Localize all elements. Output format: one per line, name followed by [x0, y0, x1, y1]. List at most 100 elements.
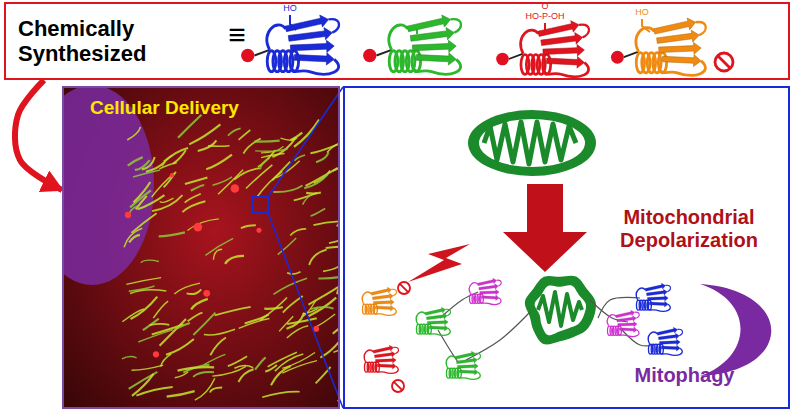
protein-spot: [231, 184, 240, 193]
beta-strand: [649, 301, 668, 307]
zoom-line: [268, 213, 343, 408]
protein-ribbon: [611, 18, 706, 75]
chemical-group: O: [515, 2, 575, 11]
beta-strand: [547, 56, 585, 68]
helix-turn: [290, 51, 299, 72]
equivalence-sign: ≡: [222, 18, 252, 53]
linker: [598, 297, 640, 318]
mitochondrion-trace: [174, 283, 200, 294]
protein-spot: [170, 173, 174, 177]
mitochondrion-trace: [268, 352, 297, 367]
mechanism-panel: Mitochondrial DepolarizationMitophagy: [343, 86, 790, 409]
mitochondrion-trace: [304, 174, 328, 188]
mitochondrion-trace: [287, 272, 300, 274]
beta-strand: [477, 278, 496, 285]
mitochondrion-trace: [185, 177, 208, 184]
mitochondrion-trace: [189, 124, 220, 144]
mitochondrion-trace: [191, 185, 204, 191]
mitochondrion-trace: [255, 357, 266, 369]
beta-strand: [416, 53, 456, 65]
mitochondrion-trace: [198, 140, 217, 151]
lightning-bolt: [408, 244, 470, 282]
protein-ribbon: [636, 283, 670, 311]
mitochondrion-trace: [133, 182, 150, 203]
panel-heading: Cellular Delivery: [90, 97, 310, 119]
beta-strand: [662, 55, 701, 67]
beta-strand: [654, 18, 696, 34]
loop: [389, 25, 408, 50]
beta-strand: [658, 333, 679, 339]
prohibition-symbol: [715, 53, 733, 71]
mitochondrion-trace: [323, 264, 339, 271]
mitochondrion-trace: [254, 141, 280, 142]
mitochondrion-trace: [178, 367, 215, 370]
protein-spot: [153, 351, 159, 357]
mitochondrion-trace: [303, 195, 311, 204]
label-dot: [496, 53, 509, 66]
helix-turn: [480, 294, 484, 303]
process-label: Mitochondrial Depolarization: [593, 206, 785, 252]
helix-turn: [457, 368, 461, 378]
helix-turn: [543, 55, 551, 75]
chemical-group: HO: [630, 8, 654, 17]
mitochondrion-trace: [188, 313, 203, 322]
mitochondrion-trace: [167, 391, 195, 397]
beta-strand: [619, 327, 637, 332]
zoom-box: [252, 197, 268, 213]
mitochondrion-trace: [204, 329, 235, 335]
curved-arrow: [15, 80, 62, 190]
mitochondrion-trace: [218, 170, 243, 194]
loop: [696, 22, 706, 35]
beta-strand: [657, 327, 678, 335]
loop: [678, 329, 683, 335]
beta-strand: [285, 15, 328, 32]
mitochondrion-trace: [177, 323, 190, 329]
panel-ground: [4, 2, 790, 80]
beta-strand: [375, 357, 396, 363]
protein-ribbon: [446, 351, 480, 379]
linker: [440, 292, 478, 318]
loop: [329, 19, 340, 33]
mitochondrion-trace: [132, 365, 164, 370]
protein-spot: [256, 228, 261, 233]
prohibition-symbol-part: [715, 53, 733, 71]
mitochondrion-matrix: [535, 285, 586, 335]
protein-ribbon: [363, 15, 461, 74]
mitochondrion-trace: [193, 313, 215, 335]
mitochondrion-trace: [206, 155, 232, 170]
beta-strand: [373, 345, 394, 353]
label-dot: [611, 51, 624, 64]
mitochondrion-trace: [279, 316, 293, 331]
beta-strand: [371, 287, 392, 295]
microscopy-panel: Cellular Delivery: [62, 86, 340, 409]
loop: [579, 25, 589, 38]
chemical-group: HO: [278, 4, 302, 13]
mitochondrion-trace: [122, 357, 137, 359]
beta-strand: [412, 40, 456, 52]
protein-spot: [194, 223, 203, 232]
loop: [446, 309, 451, 315]
prohibition-symbol-part: [394, 382, 402, 390]
mitochondrion-trace: [185, 194, 201, 203]
mitochondrion-trace: [215, 307, 251, 316]
mitochondrion-matrix: [479, 119, 585, 167]
beta-strand: [429, 325, 448, 331]
mitochondrion-trace: [262, 392, 300, 398]
prohibition-symbol-part: [392, 380, 404, 392]
mitochondrion-trace: [283, 296, 303, 313]
mitochondrion-trace: [131, 297, 158, 319]
mitochondrion-trace: [313, 221, 339, 225]
cristae: [484, 122, 576, 164]
mitochondrion-trace: [318, 272, 339, 279]
beta-strand: [288, 28, 332, 42]
mitochondrion-trace: [305, 168, 337, 186]
mitochondrion-trace: [131, 213, 156, 233]
mitochondrion: [468, 110, 596, 176]
mitochondrion-trace: [150, 324, 170, 325]
mitochondrion-trace: [213, 249, 222, 259]
beta-strand: [459, 369, 478, 375]
beta-strand: [647, 295, 668, 301]
protein-ribbon: [607, 310, 639, 336]
beta-strand: [456, 357, 477, 363]
mitochondrion-trace: [320, 331, 339, 357]
